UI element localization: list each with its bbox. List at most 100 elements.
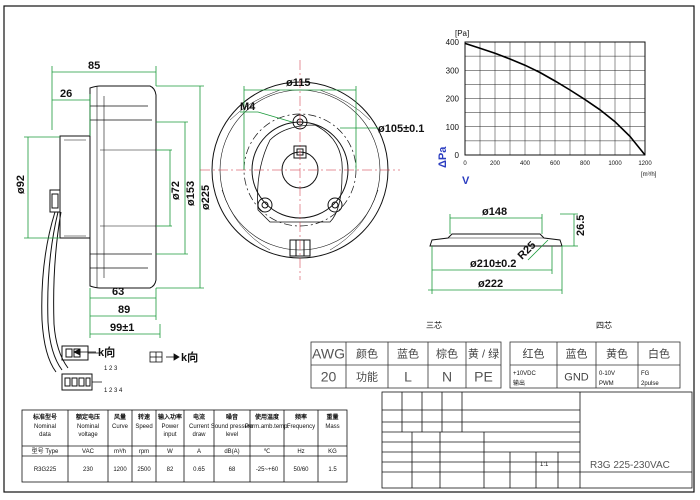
chart-x-unit: [m³/h]: [641, 172, 657, 178]
spec-unit: dB(A): [224, 449, 239, 455]
spec-header-en: level: [226, 432, 238, 438]
scale-value: 1:1: [540, 462, 549, 468]
chart-x-tick: 600: [550, 161, 561, 167]
wire-cell: 功能: [356, 370, 378, 384]
spec-header: 电流: [193, 413, 205, 421]
dim-26-5: 26.5: [575, 215, 587, 236]
wire-cell: N: [442, 369, 452, 385]
wire-cell: 蓝色: [397, 347, 419, 361]
title-block: [381, 391, 693, 489]
spec-header-en: voltage: [78, 432, 98, 438]
spec-header: 频率: [295, 413, 307, 421]
spec-unit: 型号 Type: [32, 447, 59, 455]
wire-cell: PWM: [599, 381, 614, 387]
spec-value: R3G225: [34, 467, 57, 473]
chart-y-marker: ΔPa: [437, 146, 449, 168]
wire-cell: +10VDC: [513, 371, 537, 377]
spec-value: 1.5: [328, 467, 337, 473]
dim-99: 99±1: [110, 322, 134, 334]
spec-header-en: input: [163, 432, 176, 438]
spec-header-en: Perm.amb.temp.: [245, 424, 290, 430]
spec-header: 额定电压: [76, 413, 100, 421]
chart-series-line: [464, 42, 646, 156]
front-view-dimensions: [200, 60, 400, 280]
spec-header-en: Current: [189, 424, 209, 430]
wire-cell: FG: [641, 371, 650, 377]
spec-header-en: Nominal: [34, 424, 56, 430]
spec-value: -25~+60: [256, 467, 279, 473]
chart-x-tick: 1200: [638, 161, 652, 167]
dim-r25: R25: [516, 239, 539, 262]
spec-header: 噪音: [226, 413, 238, 421]
spec-header: 转速: [138, 413, 150, 421]
spec-unit: VAC: [82, 449, 95, 455]
dim-26: 26: [60, 88, 72, 100]
chart-frame: [464, 41, 646, 156]
wire-table: [310, 341, 681, 389]
dim-phi115: ø115: [286, 77, 310, 89]
dim-phi105: ø105±0.1: [378, 123, 424, 135]
spec-table-cells: 标准型号Nominaldata额定电压Nominalvoltage风量Curve…: [32, 413, 340, 473]
sheet-border: [3, 5, 695, 493]
dim-m4: M4: [240, 101, 256, 113]
spec-value: 1200: [113, 467, 127, 473]
spec-table: [21, 409, 348, 483]
wire-cell: 0-10V: [599, 371, 615, 377]
wire-cell: 红色: [523, 347, 545, 361]
wire-cell: AWG: [312, 346, 345, 362]
wire-cell: 黄色: [606, 347, 628, 361]
wire-cell: 20: [321, 369, 337, 385]
dim-phi153: ø153: [185, 181, 197, 206]
dim-phi222: ø222: [478, 278, 503, 290]
spec-header-en: data: [39, 432, 51, 438]
dim-89: 89: [118, 304, 130, 316]
side-view-dimensions: [24, 66, 204, 356]
base-profile-view: [429, 233, 563, 247]
impeller-body: [89, 85, 157, 289]
spec-value: 230: [83, 467, 94, 473]
chart-x-tick: 0: [463, 161, 467, 167]
k-view-detail: [149, 351, 180, 363]
spec-header-en: Mass: [325, 424, 339, 430]
chart-y-tick: 200: [446, 95, 460, 104]
base-profile: [429, 233, 563, 247]
wire-cell: GND: [564, 372, 589, 384]
spec-header-en: Sound pressure: [211, 424, 254, 430]
spec-header-en: Speed: [135, 424, 152, 430]
spec-header: 重量: [326, 413, 338, 421]
spec-header: 风量: [114, 413, 126, 421]
wire-cell: 输出: [513, 379, 525, 387]
spec-unit: ℃: [264, 449, 271, 455]
dim-phi148: ø148: [482, 206, 507, 218]
three-core-title: 三芯: [426, 320, 442, 330]
four-core-title: 四芯: [596, 320, 612, 330]
spec-unit: A: [197, 449, 201, 455]
dim-85: 85: [88, 60, 100, 72]
svg-text:1 2 3: 1 2 3: [104, 366, 118, 372]
side-view: 1 2 3 1 2 3 4: [41, 85, 157, 394]
spec-header-en: Curve: [112, 424, 129, 430]
wire-cell: PE: [474, 369, 493, 385]
chart-x-tick: 200: [490, 161, 501, 167]
motor-hub: [59, 135, 91, 239]
wire-cell: 颜色: [356, 347, 378, 361]
spec-value: 68: [229, 467, 236, 473]
model-title: R3G 225-230VAC: [590, 460, 670, 471]
spec-unit: m³/h: [114, 449, 126, 455]
spec-unit: W: [167, 449, 173, 455]
spec-value: 82: [167, 467, 174, 473]
spec-value: 50/60: [293, 467, 309, 473]
wire-cell: 棕色: [436, 347, 458, 361]
spec-header-en: draw: [192, 432, 206, 438]
spec-unit: KG: [328, 449, 337, 455]
spec-header: 输入功率: [158, 413, 182, 421]
chart-y-tick: 100: [446, 123, 460, 132]
dim-phi210: ø210±0.2: [470, 258, 516, 270]
dim-63: 63: [112, 286, 124, 298]
spec-header-en: Power: [161, 424, 178, 430]
chart-x-marker: V: [462, 175, 470, 187]
wire-cell: 2pulse: [641, 381, 659, 387]
svg-text:1 2 3 4: 1 2 3 4: [104, 388, 123, 394]
